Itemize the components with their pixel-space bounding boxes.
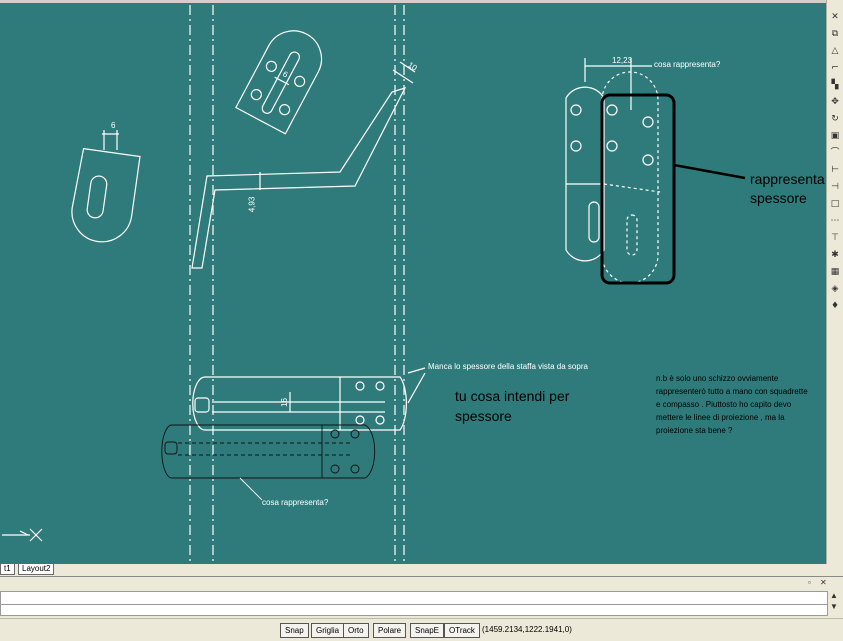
drawing-canvas[interactable]: 6 6 10 4,93 12,23 cosa rappresenta? 16 M…	[0, 0, 826, 564]
move-icon[interactable]: ✥	[831, 97, 839, 107]
modify-toolbar: ✕ ⧉ △ ⌐ ▚ ✥ ↻ ▣ ⌒ ⊢ ⊣ □ ⋯ ⊤ ✱ ▦ ◈ ♦	[826, 0, 843, 564]
stretch-icon[interactable]: ⌒	[830, 148, 840, 158]
annotation-note-line2: rappresenterò tutto a mano con squadrett…	[656, 387, 808, 396]
tab-layout2[interactable]: Layout2	[18, 564, 55, 575]
dim-6-left: 6	[111, 121, 116, 130]
scroll-down-icon[interactable]: ▼	[830, 602, 838, 611]
bottom-sketch	[161, 424, 376, 501]
mirror-icon[interactable]: △	[831, 46, 839, 56]
close-icon[interactable]: ✕	[820, 578, 827, 587]
osnap-button[interactable]: SnapE	[410, 623, 445, 638]
annotation-tu-line2: spessore	[455, 408, 512, 424]
copy-icon[interactable]: ⧉	[831, 29, 839, 39]
scale-icon[interactable]: ▣	[830, 131, 840, 141]
chamfer-icon[interactable]: ⊤	[831, 233, 839, 243]
dim-4-93: 4,93	[247, 196, 257, 213]
erase-icon[interactable]: ✕	[831, 12, 839, 22]
offset-icon[interactable]: ⌐	[831, 63, 839, 73]
fillet-icon[interactable]: ✱	[831, 250, 839, 260]
array-icon[interactable]: ▚	[831, 80, 839, 90]
annotation-tu-cosa: tu cosa intendi per spessore	[455, 386, 569, 426]
annotation-note-line4: mettere le linee di proiezione , ma la	[656, 413, 785, 422]
annotation-rappresenta-line1: rappresenta lo	[750, 171, 826, 187]
match-icon[interactable]: ♦	[830, 301, 840, 311]
tab-layout1[interactable]: t1	[0, 564, 15, 575]
label-manca-spessore: Manca lo spessore della staffa vista da …	[428, 362, 588, 371]
break-icon[interactable]: □	[830, 199, 840, 209]
annotation-note-line3: e compasso . Piuttosto ho capito devo	[656, 400, 792, 409]
bent-bracket	[191, 61, 416, 269]
ucs-icon	[2, 528, 43, 542]
coordinates-readout: (1459.2134,1222.1941,0)	[482, 625, 572, 634]
annotation-rappresenta-line2: spessore	[750, 190, 807, 206]
label-cosa-rappresenta-top: cosa rappresenta?	[654, 60, 721, 69]
annotation-note-line1: n.b è solo uno schizzo ovviamente	[656, 374, 779, 383]
right-view	[565, 58, 746, 285]
polar-button[interactable]: Polare	[373, 623, 407, 638]
top-center-part	[235, 30, 323, 135]
annotation-tu-line1: tu cosa intendi per	[455, 388, 570, 404]
grid-button[interactable]: Griglia	[311, 623, 345, 638]
drawing-svg	[2, 5, 746, 564]
layout-tabs: t1 Layout2	[0, 564, 826, 575]
bottom-view	[192, 367, 426, 431]
ortho-button[interactable]: Orto	[343, 623, 369, 638]
otrack-button[interactable]: OTrack	[444, 623, 480, 638]
left-part	[71, 130, 141, 243]
command-history	[0, 591, 828, 605]
annotation-note-line5: proiezione sta bene ?	[656, 426, 733, 435]
dim-16: 16	[279, 398, 289, 407]
restore-icon[interactable]: ▫	[808, 578, 811, 587]
explode-icon[interactable]: ▦	[830, 267, 840, 277]
rotate-icon[interactable]: ↻	[831, 114, 839, 124]
scroll-up-icon[interactable]: ▲	[830, 591, 838, 600]
command-area: ▫ ✕ ▲ ▼	[0, 576, 843, 617]
extend-icon[interactable]: ⊣	[831, 182, 839, 192]
properties-icon[interactable]: ◈	[831, 284, 839, 294]
join-icon[interactable]: ⋯	[830, 216, 840, 226]
command-input[interactable]	[0, 604, 828, 616]
annotation-note: n.b è solo uno schizzo ovviamente rappre…	[656, 372, 808, 437]
dim-12-23: 12,23	[612, 56, 633, 65]
label-cosa-rappresenta-bottom: cosa rappresenta?	[262, 498, 329, 507]
annotation-rappresenta: rappresenta lo spessore	[750, 170, 826, 208]
status-bar: Snap Griglia Orto Polare SnapE OTrack (1…	[0, 618, 843, 641]
canvas-top-border	[0, 0, 826, 3]
snap-button[interactable]: Snap	[280, 623, 309, 638]
trim-icon[interactable]: ⊢	[831, 165, 839, 175]
